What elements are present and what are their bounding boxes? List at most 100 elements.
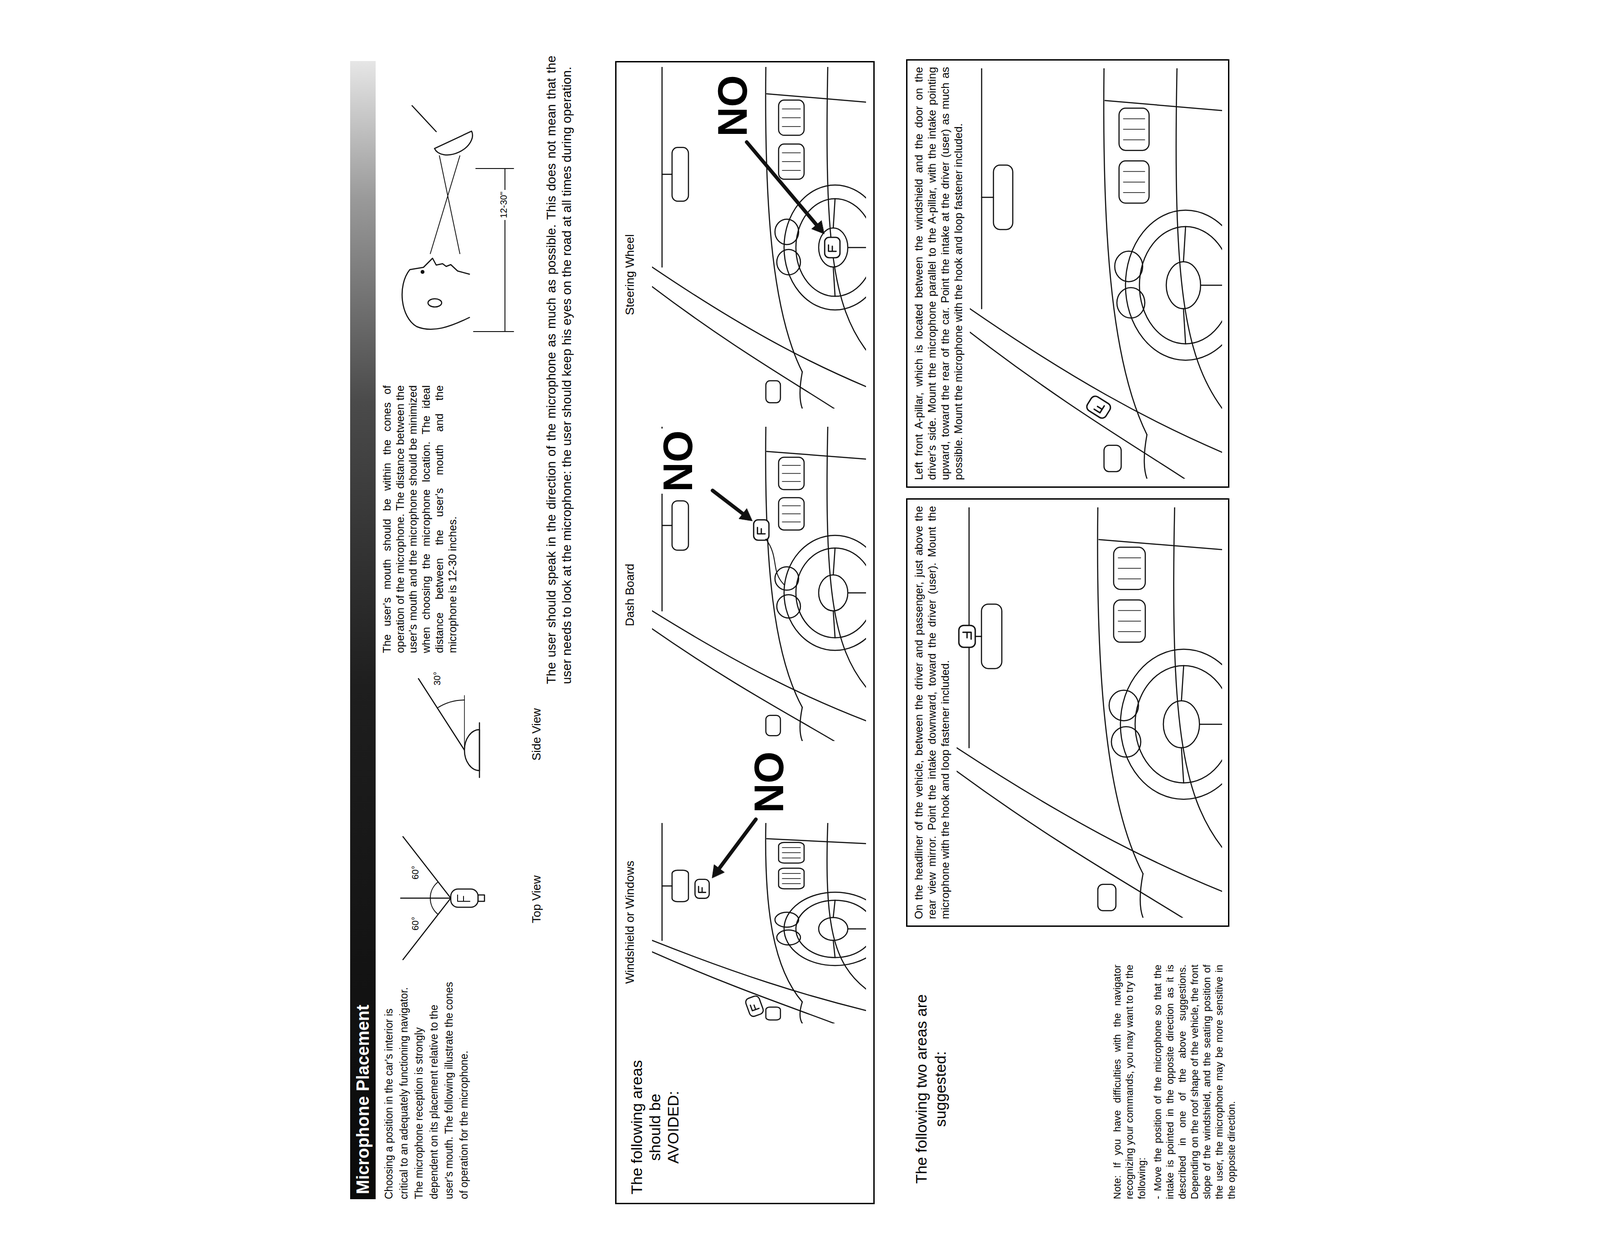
steering-wheel	[1139, 226, 1223, 344]
interior-line	[661, 66, 663, 267]
arrow-head	[738, 508, 753, 521]
base-line	[478, 722, 481, 778]
microphone-mark	[457, 894, 470, 902]
interior-line	[969, 331, 1185, 479]
view-caption: Top View	[529, 875, 544, 923]
no-mark: NO	[657, 428, 699, 494]
arrow-shaft	[746, 142, 817, 225]
interior-line	[1173, 507, 1223, 848]
interior-line	[800, 1001, 803, 1024]
gauge	[776, 594, 801, 618]
suggestion-box: On the headliner of the vehicle, between…	[906, 498, 1230, 927]
arrow-shaft	[719, 819, 756, 869]
body-text: The user's mouth should be within the co…	[380, 385, 459, 653]
car-interior-lines	[652, 426, 867, 741]
steering-spoke	[1181, 665, 1223, 783]
steering-wheel	[1135, 665, 1223, 783]
microphone	[744, 994, 765, 1018]
page-title: Microphone Placement	[351, 1004, 375, 1194]
steering-wheel	[1120, 648, 1223, 800]
arrow-head	[712, 864, 725, 878]
box-text: Left front A-pillar, which is located be…	[912, 66, 965, 480]
microphone-body	[753, 519, 770, 541]
dimension-line	[473, 168, 514, 332]
rear-view-mirror	[981, 603, 1003, 669]
interior-line	[800, 371, 803, 409]
interior-line	[1103, 68, 1147, 435]
microphone-plug	[478, 894, 485, 902]
interior-line	[661, 822, 663, 941]
no-mark: NO	[711, 73, 754, 139]
microphone	[694, 879, 709, 899]
side-mirror	[1097, 884, 1116, 911]
gauge	[776, 929, 801, 945]
cone-line	[400, 836, 451, 960]
microphone-body	[694, 879, 709, 899]
interior-line	[652, 286, 835, 409]
interior-line	[652, 628, 835, 741]
intro-text: Choosing a position in the car's interio…	[381, 975, 472, 1199]
gauge	[1109, 690, 1139, 721]
interior-line	[765, 426, 803, 708]
section-heading: The following two areas are suggested:	[911, 979, 950, 1198]
angle-arc	[430, 881, 439, 915]
car-interior-lines	[969, 68, 1223, 479]
microphone-side	[434, 131, 478, 161]
steering-hub	[1163, 700, 1200, 748]
angle-label: 60°	[409, 865, 421, 880]
box-heading: The following areas should be AVOIDED:	[627, 1056, 683, 1198]
angle-label: 60°	[409, 916, 421, 931]
interior-line	[1176, 68, 1223, 409]
interior-line	[1097, 507, 1144, 874]
steering-wheel	[784, 535, 867, 651]
cone-line	[430, 155, 460, 254]
no-mark: NO	[748, 749, 790, 815]
car-interior	[652, 822, 867, 1024]
panel-caption: Steering Wheel	[622, 234, 637, 316]
interior-line	[981, 196, 994, 199]
note-text: Note: If you have difficulties with the …	[1110, 964, 1148, 1199]
gauge	[774, 912, 799, 928]
vent-slat	[1123, 118, 1145, 193]
gauge	[1114, 251, 1143, 282]
steering-wheel	[795, 900, 867, 958]
interior-line	[800, 707, 803, 741]
rear-view-mirror	[993, 164, 1013, 230]
steering-wheel	[784, 891, 867, 966]
steering-hub	[818, 228, 848, 268]
steering-wheel	[795, 547, 867, 638]
artwork	[350, 61, 1248, 1199]
interior-line	[765, 822, 803, 1002]
steering-hub	[818, 574, 848, 611]
car-interior	[969, 68, 1223, 479]
angle-label: 30°	[431, 671, 443, 686]
microphone-body	[958, 625, 976, 648]
gauge	[1111, 726, 1142, 757]
microphone	[1085, 394, 1113, 420]
microphone-mark	[750, 1002, 760, 1011]
interior-line	[826, 426, 867, 688]
steering-spoke	[833, 547, 867, 638]
pointer-arrow	[712, 819, 756, 878]
microphone	[958, 625, 976, 648]
car-interior	[652, 66, 867, 409]
box-text: On the headliner of the vehicle, between…	[912, 505, 952, 919]
head-profile	[402, 258, 470, 330]
gauge	[774, 219, 799, 245]
steering-hub	[818, 917, 848, 940]
microphone-body	[824, 237, 841, 258]
microphone-mark	[828, 244, 837, 252]
view-caption: Side View	[529, 708, 544, 761]
microphone-cable	[765, 539, 785, 585]
interior-line	[662, 173, 673, 175]
gauge	[774, 566, 799, 591]
gauge	[776, 249, 801, 276]
rear-view-mirror	[672, 500, 689, 551]
interior-line	[956, 770, 1183, 918]
pointer-arrow	[746, 142, 825, 234]
car-interior-lines	[956, 507, 1223, 918]
side-mirror	[1104, 445, 1122, 472]
suggestion-box: Left front A-pillar, which is located be…	[906, 59, 1230, 488]
top-view-figure	[400, 836, 485, 960]
